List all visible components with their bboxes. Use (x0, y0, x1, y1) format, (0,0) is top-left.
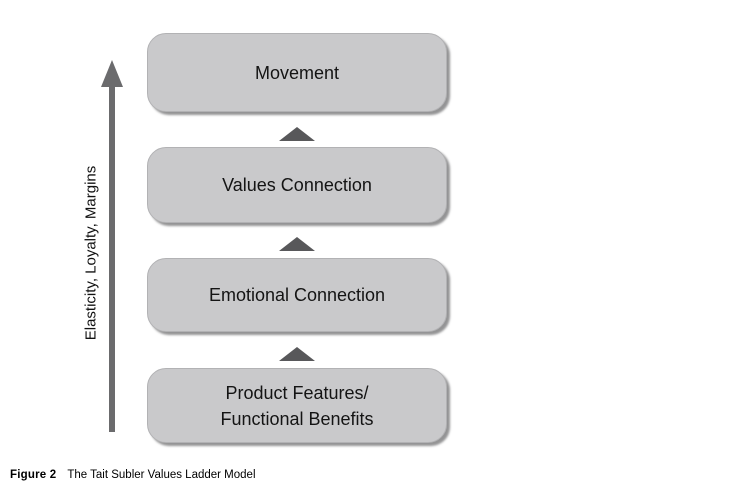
ladder-level-label: Values Connection (222, 175, 372, 195)
axis-arrowhead-up-icon (101, 60, 123, 87)
figure-caption: Figure 2 The Tait Subler Values Ladder M… (10, 469, 256, 481)
ladder-level-product-features: Product Features/ Functional Benefits (147, 368, 447, 443)
ladder-level-label: Movement (254, 62, 340, 83)
up-triangle-icon (279, 237, 315, 251)
ladder-level-label: Product Features/ Functional Benefits (220, 382, 374, 429)
figure-caption-text: The Tait Subler Values Ladder Model (67, 469, 256, 481)
ladder-level-values-connection: Values Connection (147, 147, 447, 223)
ladder-level-emotional-connection: Emotional Connection (147, 258, 447, 332)
figure-caption-label: Figure 2 (10, 469, 57, 481)
ladder-level-movement: Movement (147, 33, 447, 112)
up-triangle-icon (279, 347, 315, 361)
ladder-level-label: Emotional Connection (208, 285, 386, 305)
up-triangle-icon (279, 127, 315, 141)
axis-label: Elasticity, Loyalty, Margins (82, 165, 100, 341)
axis-arrow-line (109, 86, 115, 432)
